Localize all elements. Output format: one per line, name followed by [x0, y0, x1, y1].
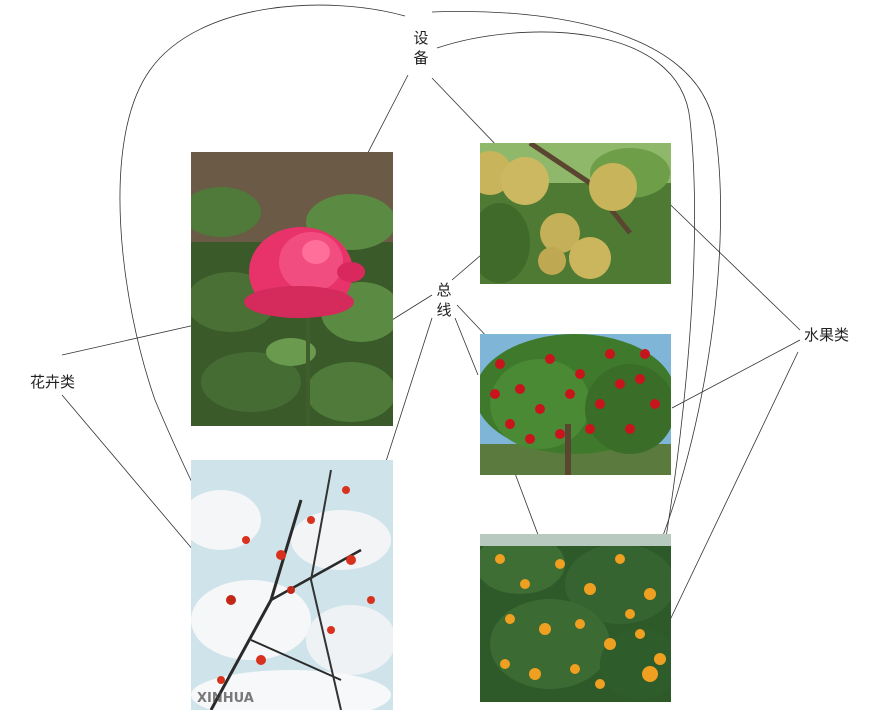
watermark: XINHUA: [197, 691, 254, 706]
plum-blossom-photo: XINHUA: [191, 460, 393, 710]
apple-photo: [480, 334, 671, 475]
line-bus-apple-b: [454, 317, 479, 376]
line-bus-plum: [379, 317, 433, 481]
label-flowers: 花卉类: [30, 373, 76, 391]
arc-equipment-to-plum: [119, 4, 406, 561]
label-bus: 总 线: [436, 281, 452, 319]
line-fruits-pear: [649, 184, 801, 331]
arc-equipment-to-orange: [436, 31, 695, 601]
line-fruits-kumquat: [669, 351, 799, 621]
line-flowers-rose: [61, 324, 196, 356]
rose-photo: [191, 152, 393, 426]
label-equipment: 设 备: [413, 29, 429, 67]
line-fruits-apple: [671, 339, 801, 409]
arc-equipment-to-kumquat: [431, 10, 721, 611]
line-flowers-plum: [61, 394, 211, 571]
kumquat-photo: [480, 534, 671, 702]
pear-photo: [480, 143, 671, 284]
label-fruits: 水果类: [804, 326, 850, 344]
